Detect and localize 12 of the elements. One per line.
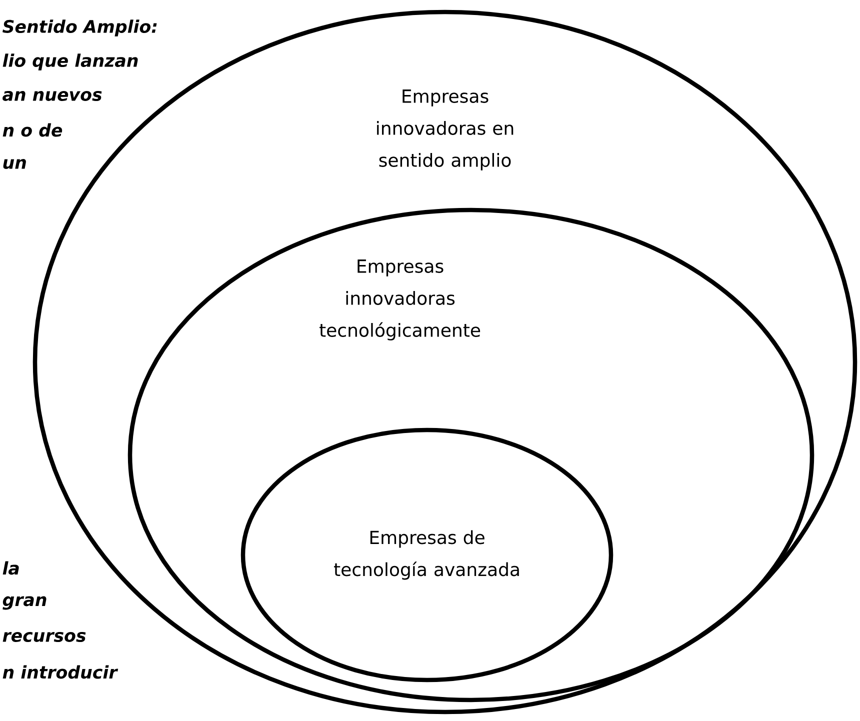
ellipse-label: Empresas innovadoras en sentido amplio: [377, 90, 514, 170]
side-note-text: gran: [2, 596, 46, 610]
side-note-text: recursos: [2, 632, 86, 642]
side-note-text: la: [2, 561, 19, 575]
side-note-text: n o de: [2, 123, 62, 137]
side-note-text: n introducir: [2, 665, 118, 679]
side-note-text: un: [3, 159, 26, 169]
side-note-text: an nuevos: [2, 91, 102, 101]
ellipse-label: Empresas innovadoras tecnológicamente: [320, 260, 480, 340]
side-note-text: lio que lanzan: [2, 54, 138, 70]
ellipse-label: Empresas de tecnología avanzada: [334, 530, 519, 580]
side-note-text: Sentido Amplio:: [2, 20, 157, 36]
